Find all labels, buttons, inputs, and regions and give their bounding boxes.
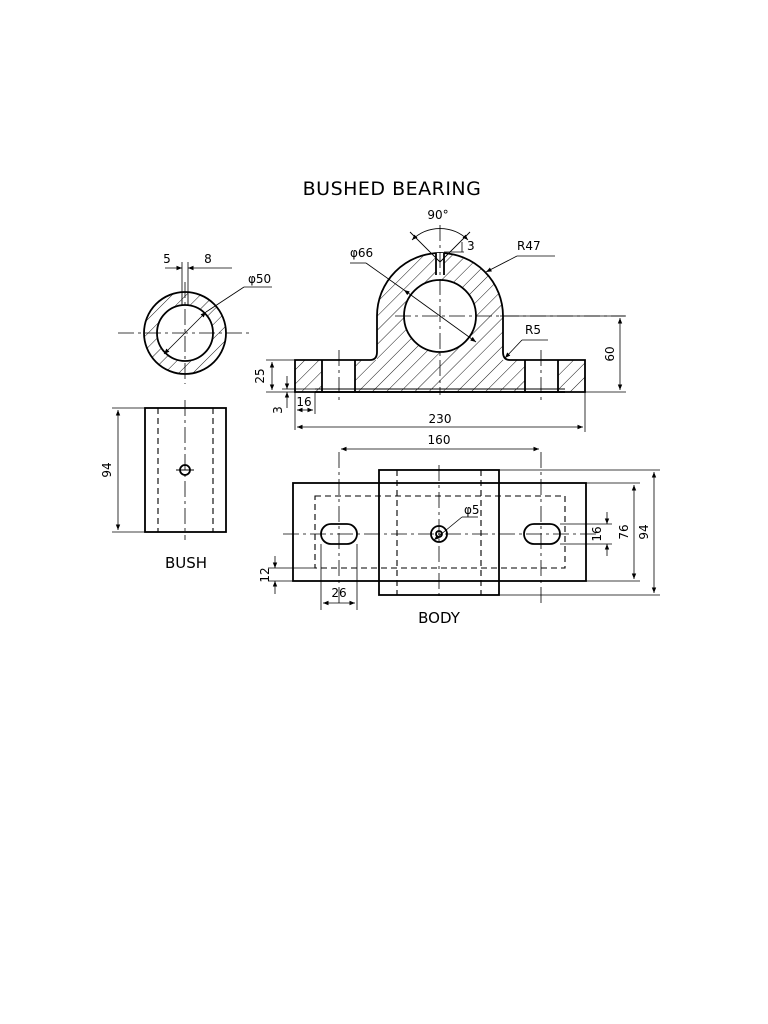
dim-centers-160: 160 <box>428 433 451 447</box>
dim-bush-94: 94 <box>100 462 114 477</box>
dim-width-76: 76 <box>617 524 631 539</box>
bush-front-view <box>112 400 227 540</box>
dim-base-25: 25 <box>253 368 267 383</box>
body-front-view <box>266 225 626 432</box>
dim-length-230: 230 <box>429 412 452 426</box>
bush-label: BUSH <box>165 554 207 572</box>
body-label: BODY <box>418 609 461 627</box>
dim-bush-dia50: φ50 <box>248 272 271 286</box>
dim-base-3: 3 <box>271 406 285 414</box>
dim-bush-5: 5 <box>163 252 171 266</box>
dim-angle-90: 90° <box>427 208 448 222</box>
dim-slot-26: 26 <box>331 586 346 600</box>
dim-width-94: 94 <box>637 524 651 539</box>
dim-bore-dia66: φ66 <box>350 246 373 260</box>
dim-slot-16: 16 <box>590 526 604 541</box>
dim-radius-5: R5 <box>525 323 541 337</box>
body-top-view <box>268 446 660 610</box>
dim-slot-12: 12 <box>258 567 272 582</box>
dim-hole-dia5: φ5 <box>464 503 480 517</box>
dim-height-60: 60 <box>603 346 617 361</box>
dim-base-16: 16 <box>296 395 311 409</box>
drawing-title: BUSHED BEARING <box>303 178 482 200</box>
dim-bush-8: 8 <box>204 252 212 266</box>
dim-radius-47: R47 <box>517 239 541 253</box>
dim-slot-3: 3 <box>467 239 475 253</box>
bush-top-view <box>118 262 272 384</box>
